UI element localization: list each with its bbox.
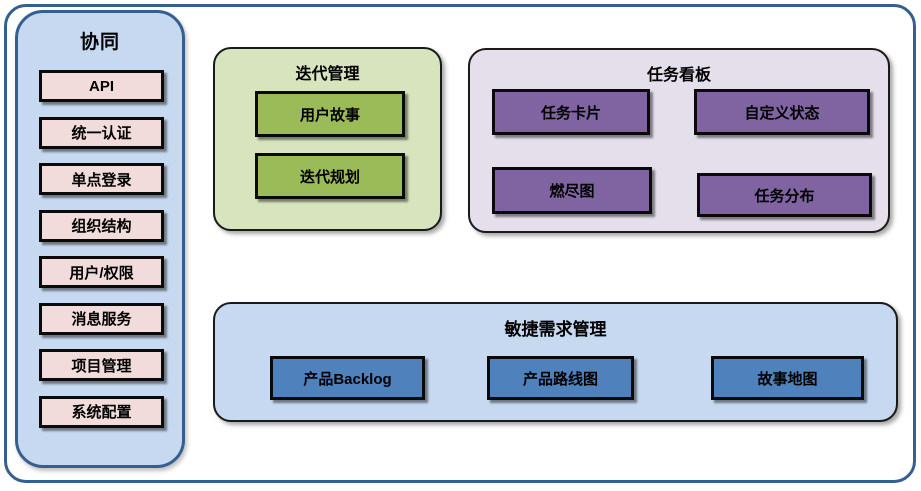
agile-requirement-group: 敏捷需求管理 产品Backlog 产品路线图 故事地图 — [213, 302, 898, 422]
collaboration-group: 协同 API 统一认证 单点登录 组织结构 用户/权限 消息服务 项目管理 系统… — [15, 10, 185, 468]
iteration-management-title: 迭代管理 — [295, 66, 360, 83]
sidebar-item-sso: 单点登录 — [39, 163, 164, 196]
agile-requirement-title: 敏捷需求管理 — [504, 320, 607, 339]
sidebar-item-user-perms: 用户/权限 — [39, 256, 164, 289]
box-product-backlog: 产品Backlog — [270, 356, 425, 400]
sidebar-item-unified-auth: 统一认证 — [39, 116, 164, 149]
sidebar-item-project-mgmt: 项目管理 — [39, 349, 164, 382]
box-iteration-planning: 迭代规划 — [255, 153, 405, 199]
box-story-map: 故事地图 — [711, 356, 864, 400]
box-custom-status: 自定义状态 — [694, 89, 870, 135]
sidebar-item-api: API — [39, 70, 164, 102]
task-board-group: 任务看板 任务卡片 自定义状态 燃尽图 任务分布 — [468, 48, 890, 233]
box-user-story: 用户故事 — [255, 91, 405, 137]
sidebar-item-message-service: 消息服务 — [39, 302, 164, 335]
iteration-management-group: 迭代管理 用户故事 迭代规划 — [213, 47, 442, 231]
task-board-title: 任务看板 — [646, 67, 711, 84]
collaboration-item-list: API 统一认证 单点登录 组织结构 用户/权限 消息服务 项目管理 系统配置 — [39, 70, 164, 428]
sidebar-item-org-structure: 组织结构 — [39, 209, 164, 242]
box-product-roadmap: 产品路线图 — [487, 356, 634, 400]
box-task-card: 任务卡片 — [492, 89, 650, 135]
sidebar-item-system-config: 系统配置 — [39, 395, 164, 428]
box-burndown-chart: 燃尽图 — [492, 167, 652, 214]
collaboration-group-title: 协同 — [79, 32, 120, 53]
box-task-distribution: 任务分布 — [697, 173, 872, 217]
